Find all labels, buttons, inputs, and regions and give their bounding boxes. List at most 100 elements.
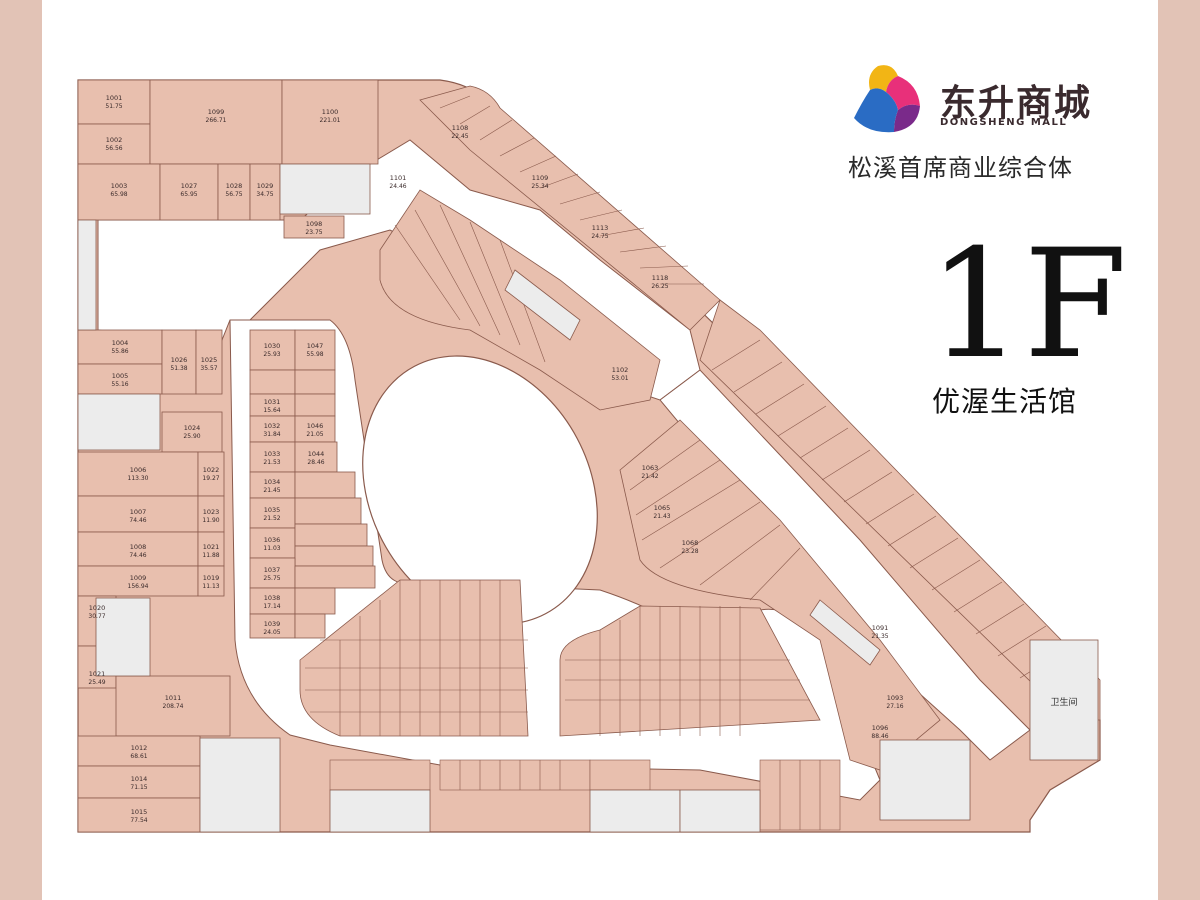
unit-area: 31.84 [263,431,280,438]
service-cores [77,163,1099,833]
unit-area: 24.46 [389,183,406,190]
unit-number: 1046 [307,422,324,430]
restroom-label: 卫生间 [1050,696,1077,708]
unit-number: 1003 [111,182,128,190]
unit-number: 1118 [652,274,669,282]
unit-area: 21.45 [263,487,280,494]
unit-area: 35.57 [200,365,217,372]
unit-number: 1036 [264,536,281,544]
unit-number: 1093 [887,694,904,702]
unit-number: 1001 [106,94,123,102]
unit-area: 55.16 [111,381,128,388]
unit-number: 1022 [203,466,220,474]
south-west-block [299,579,529,737]
unit-number: 1002 [106,136,123,144]
unit-area: 28.46 [307,459,324,466]
unit-area: 21.05 [306,431,323,438]
unit-area: 74.46 [129,552,146,559]
unit-number: 1007 [130,508,147,516]
floor-name: 优渥生活馆 [932,385,1078,418]
unit-area: 27.16 [886,703,903,710]
south-center-block-grid [565,606,810,736]
unit-area: 17.14 [263,603,280,610]
unit-number: 1008 [130,543,147,551]
unit-number: 1005 [112,372,129,380]
unit-area: 88.46 [871,733,888,740]
unit-number: 1004 [112,339,129,347]
unit-number: 1029 [257,182,274,190]
unit-area: 56.56 [105,145,122,152]
unit-number: 1035 [264,506,281,514]
brand-name-en: DONGSHENG MALL [940,117,1068,128]
unit-number: 1009 [130,574,147,582]
unit-number: 1108 [452,124,469,132]
unit-number: 1101 [390,174,407,182]
center-west-units [249,329,376,639]
right-border [1158,0,1200,900]
unit-number: 1098 [306,220,323,228]
unit-number: 1099 [208,108,225,116]
unit-area: 25.90 [183,433,200,440]
unit-number: 1023 [203,508,220,516]
unit-number: 1021 [89,670,106,678]
unit-area: 22.45 [451,133,468,140]
unit-number: 1109 [532,174,549,182]
unit-number: 1020 [89,604,106,612]
unit-area: 11.03 [263,545,280,552]
unit-area: 25.49 [88,679,105,686]
unit-number: 1012 [131,744,148,752]
unit-number: 1006 [130,466,147,474]
south-center-block [559,605,821,737]
unit-number: 1034 [264,478,281,486]
unit-number: 1100 [322,108,339,116]
east-strip [699,299,1101,721]
brand-tagline: 松溪首席商业综合体 [848,154,1073,182]
unit-number: 1033 [264,450,281,458]
unit-area: 53.01 [611,375,628,382]
unit-area: 51.75 [105,103,122,110]
unit-number: 1047 [307,342,324,350]
unit-area: 56.75 [225,191,242,198]
unit-number: 1019 [203,574,220,582]
unit-area: 156.94 [128,583,149,590]
unit-area: 55.86 [111,348,128,355]
unit-area: 65.98 [110,191,127,198]
unit-area: 19.27 [202,475,219,482]
unit-number: 1037 [264,566,281,574]
unit-area: 113.30 [128,475,149,482]
unit-number: 1063 [642,464,659,472]
floor-level: 1F [928,218,1128,392]
unit-number: 1011 [165,694,182,702]
unit-area: 68.61 [130,753,147,760]
dongsheng-logo [854,65,920,133]
unit-area: 11.13 [202,583,219,590]
unit-area: 25.75 [263,575,280,582]
unit-area: 21.35 [871,633,888,640]
unit-area: 26.25 [651,283,668,290]
south-west-block-grid [305,580,528,736]
unit-area: 11.88 [202,552,219,559]
left-border-line [44,0,47,900]
north-east-strip [419,85,721,331]
unit-area: 21.52 [263,515,280,522]
north-east-strip-grid [439,95,704,285]
unit-area: 221.01 [320,117,341,124]
unit-area: 71.15 [130,784,147,791]
unit-area: 30.77 [88,613,105,620]
unit-number: 1091 [872,624,889,632]
unit-number: 1113 [592,224,609,232]
unit-area: 11.90 [202,517,219,524]
left-border [0,0,42,900]
unit-number: 1028 [226,182,243,190]
east-inner-block-grid [629,439,801,601]
unit-number: 1039 [264,620,281,628]
unit-area: 21.53 [263,459,280,466]
unit-number: 1068 [682,539,699,547]
unit-area: 55.98 [306,351,323,358]
unit-area: 65.95 [180,191,197,198]
unit-number: 1026 [171,356,188,364]
west-wing-units [77,79,379,833]
brand-name: 东升商城 [940,83,1093,124]
